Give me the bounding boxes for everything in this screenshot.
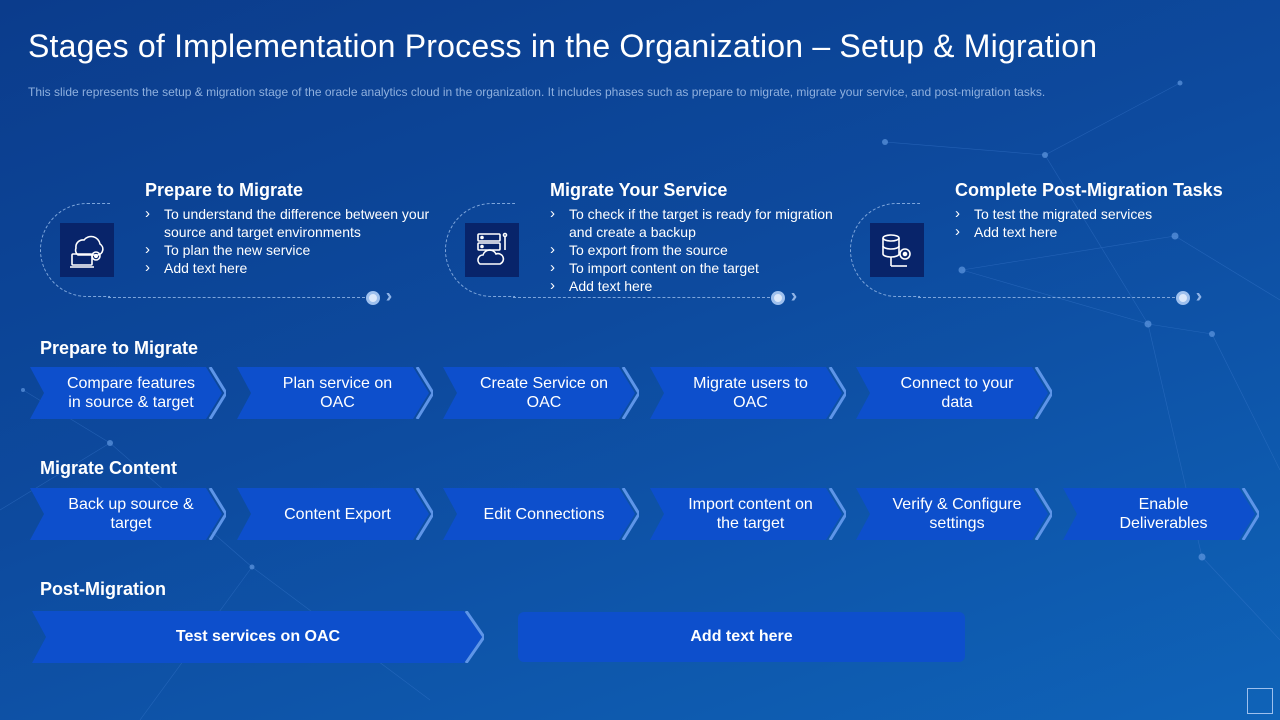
step-content-5: Verify & Configure settings	[856, 488, 1052, 540]
step-label: Enable Deliverables	[1119, 496, 1208, 532]
step-label: Plan service on OAC	[282, 375, 393, 411]
step-label: Add text here	[690, 628, 793, 645]
step-prepare-2: Plan service on OAC	[236, 367, 433, 419]
step-prepare-3: Create Service on OAC	[443, 367, 639, 419]
section-label-post: Post-Migration	[40, 579, 166, 599]
slide-subtitle: This slide represents the setup & migrat…	[28, 85, 1046, 99]
cloud-gear-laptop-icon	[60, 223, 114, 277]
step-content-3: Edit Connections	[443, 488, 639, 540]
bullet-item: To check if the target is ready for migr…	[550, 205, 850, 241]
section-label-content: Migrate Content	[40, 458, 177, 478]
step-label: Edit Connections	[483, 505, 605, 523]
step-content-1: Back up source & target	[30, 488, 226, 540]
stage-heading: Migrate Your Service	[550, 180, 728, 200]
step-label: Connect to your data	[900, 375, 1014, 411]
stage-migrate-your-service: ›››› Migrate Your Service To check if th…	[445, 178, 845, 308]
step-content-4: Import content on the target	[649, 488, 846, 540]
step-label: Verify & Configure settings	[892, 496, 1022, 532]
bullet-item: To test the migrated services	[955, 205, 1255, 223]
timeline-node	[1176, 291, 1190, 305]
stage-bullets: To understand the difference between you…	[145, 205, 445, 277]
step-content-2: Content Export	[236, 488, 433, 540]
stage-heading: Prepare to Migrate	[145, 180, 304, 200]
stage-prepare-to-migrate: ›››› Prepare to Migrate To understand th…	[40, 178, 440, 308]
section-label-prepare: Prepare to Migrate	[40, 338, 199, 358]
step-label: Back up source & target	[68, 496, 194, 532]
dashed-line	[918, 297, 1180, 298]
bullet-item: To understand the difference between you…	[145, 205, 445, 241]
step-label: Content Export	[284, 505, 391, 523]
slide-title: Stages of Implementation Process in the …	[28, 28, 1098, 64]
bullet-item: Add text here	[550, 277, 850, 295]
step-prepare-1: Compare features in source & target	[30, 367, 226, 419]
step-label: Create Service on OAC	[479, 375, 609, 411]
corner-frame	[1247, 688, 1273, 714]
stage-bullets: To check if the target is ready for migr…	[550, 205, 850, 295]
stage-heading: Complete Post-Migration Tasks	[955, 180, 1223, 200]
bullet-item: To plan the new service	[145, 241, 445, 259]
step-label: Test services on OAC	[175, 628, 341, 645]
step-add-text: Add text here	[518, 612, 965, 662]
bullet-item: Add text here	[145, 259, 445, 277]
server-cloud-icon	[465, 223, 519, 277]
bullet-item: To export from the source	[550, 241, 850, 259]
stage-complete-post-migration: ›››› Complete Post-Migration Tasks To te…	[850, 178, 1250, 308]
step-content-6: Enable Deliverables	[1062, 488, 1259, 540]
step-label: Import content on the target	[688, 496, 813, 532]
stage-bullets: To test the migrated services Add text h…	[955, 205, 1255, 241]
bullet-item: To import content on the target	[550, 259, 850, 277]
step-label: Compare features in source & target	[66, 375, 196, 411]
step-test-services: Test services on OAC	[32, 611, 484, 663]
step-prepare-4: Migrate users to OAC	[649, 367, 846, 419]
timeline-node	[366, 291, 380, 305]
step-prepare-5: Connect to your data	[856, 367, 1052, 419]
dashed-line	[108, 297, 370, 298]
bullet-item: Add text here	[955, 223, 1255, 241]
dashed-line	[513, 297, 775, 298]
database-gear-icon	[870, 223, 924, 277]
step-label: Migrate users to OAC	[693, 375, 808, 411]
